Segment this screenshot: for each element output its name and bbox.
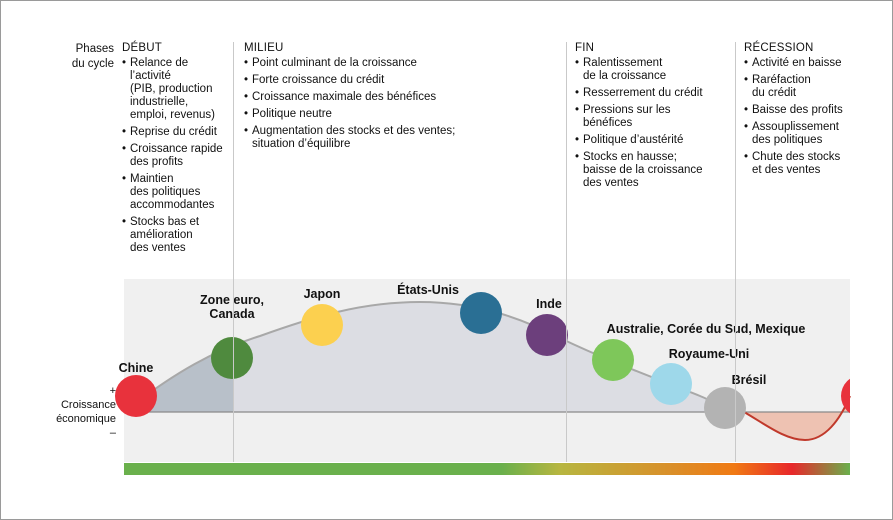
phase-milieu-title: MILIEU [244, 42, 284, 54]
country-label: Royaume-Uni [669, 347, 750, 361]
growth-axis-label: + Croissance économique – [46, 384, 116, 440]
phases-label: Phases du cycle [71, 43, 114, 70]
list-item: Politique neutre [244, 108, 554, 121]
recession-area [744, 396, 850, 440]
phase-recession-list: Activité en baisse Raréfaction du crédit… [744, 57, 874, 177]
list-item: Assouplissement des politiques [744, 121, 874, 147]
list-item: Croissance rapide des profits [122, 143, 232, 169]
list-item: Augmentation des stocks et des ventes; s… [244, 125, 554, 151]
list-item: Croissance maximale des bénéfices [244, 91, 554, 104]
country-marker [704, 387, 746, 429]
country-label: Brésil [732, 373, 767, 387]
list-item: Politique d’austérité [575, 134, 725, 147]
growth-minus-label: – [109, 427, 116, 439]
divider-debut-milieu [233, 42, 234, 462]
phase-recession: RÉCESSION Activité en baisse Raréfaction… [744, 42, 874, 181]
country-label: Zone euro,Canada [200, 293, 264, 321]
list-item: Raréfaction du crédit [744, 74, 874, 100]
country-marker [115, 375, 157, 417]
phase-recession-title: RÉCESSION [744, 42, 814, 54]
list-item: Point culminant de la croissance [244, 57, 554, 70]
list-item: Baisse des profits [744, 104, 874, 117]
phase-milieu: MILIEU Point culminant de la croissance … [244, 42, 554, 155]
country-label: Chine [119, 361, 154, 375]
growth-text-label: Croissance économique [56, 399, 116, 425]
phase-fin-list: Ralentissement de la croissance Resserre… [575, 57, 725, 190]
list-item: Relance de l’activité (PIB, production i… [122, 57, 232, 122]
divider-fin-recession [735, 42, 736, 462]
country-marker [592, 339, 634, 381]
list-item: Forte croissance du crédit [244, 74, 554, 87]
country-marker [460, 292, 502, 334]
country-marker [841, 378, 850, 414]
recession-curve [743, 395, 851, 442]
country-label: Inde [536, 297, 562, 311]
phase-debut-list: Relance de l’activité (PIB, production i… [122, 57, 232, 255]
country-marker [650, 363, 692, 405]
list-item: Resserrement du crédit [575, 87, 725, 100]
cycle-color-bar [124, 463, 850, 475]
country-label: Australie, Corée du Sud, Mexique [607, 322, 806, 336]
growth-plus-label: + [109, 385, 116, 397]
phase-milieu-list: Point culminant de la croissance Forte c… [244, 57, 554, 151]
phase-debut: DÉBUT Relance de l’activité (PIB, produc… [122, 42, 232, 259]
phase-fin: FIN Ralentissement de la croissance Ress… [575, 42, 725, 194]
list-item: Pressions sur les bénéfices [575, 104, 725, 130]
country-label: États-Unis [397, 282, 459, 297]
country-marker [301, 304, 343, 346]
list-item: Stocks en hausse; baisse de la croissanc… [575, 151, 725, 190]
divider-milieu-fin [566, 42, 567, 462]
list-item: Maintien des politiques accommodantes [122, 173, 232, 212]
phase-fin-title: FIN [575, 42, 595, 54]
list-item: Chute des stocks et des ventes [744, 151, 874, 177]
list-item: Activité en baisse [744, 57, 874, 70]
country-label: Japon [304, 287, 341, 301]
country-marker [211, 337, 253, 379]
country-markers: Chine Zone euro,Canada Japon États-UnisInde… [115, 282, 850, 429]
mid-phase-area [234, 302, 734, 412]
list-item: Stocks bas et amélioration des ventes [122, 216, 232, 255]
list-item: Reprise du crédit [122, 126, 232, 139]
list-item: Ralentissement de la croissance [575, 57, 725, 83]
phase-debut-title: DÉBUT [122, 42, 162, 54]
country-marker [526, 314, 568, 356]
